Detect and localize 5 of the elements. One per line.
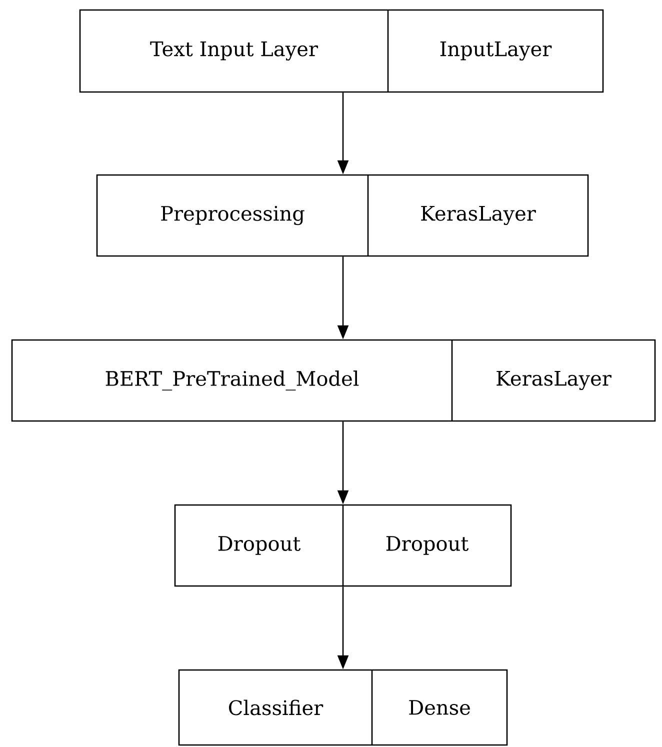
layer-box: BERT_PreTrained_Model KerasLayer bbox=[11, 339, 656, 422]
layer-box: Dropout Dropout bbox=[174, 504, 512, 587]
layer-box: Preprocessing KerasLayer bbox=[96, 174, 589, 257]
layer-box: Text Input Layer InputLayer bbox=[79, 9, 604, 93]
layer-box: Classifier Dense bbox=[178, 669, 508, 746]
